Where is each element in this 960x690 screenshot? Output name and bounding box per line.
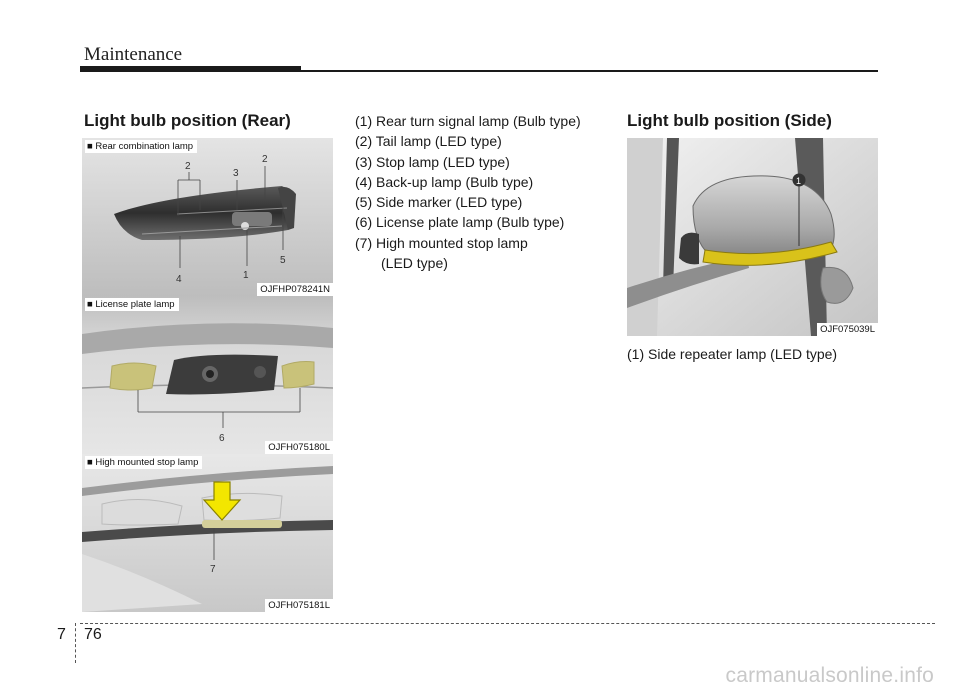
list-item-text: (7) High mounted stop lamp — [355, 234, 528, 251]
side-caption: (1) Side repeater lamp (LED type) — [627, 346, 838, 362]
rear-combination-lamp-illustration: 2 3 2 4 1 5 — [82, 138, 333, 296]
list-item: (6) License plate lamp (Bulb type) — [355, 214, 565, 231]
list-item: (7) High mounted stop lamp (LED type) — [355, 233, 625, 274]
figure-code: OJFHP078241N — [257, 283, 333, 296]
watermark: carmanualsonline.info — [725, 664, 934, 687]
list-item: (4) Back-up lamp (Bulb type) — [355, 173, 534, 190]
callout-1: 1 — [243, 270, 249, 281]
footer-divider — [75, 623, 76, 663]
figure-label: ■ License plate lamp — [85, 298, 179, 311]
license-plate-lamp-figure: 6 ■ License plate lamp OJFH075180L — [82, 296, 333, 454]
section-header: Maintenance — [84, 44, 183, 65]
rear-combination-lamp-figure: 2 3 2 4 1 5 ■ Rear combination lamp OJFH… — [82, 138, 333, 296]
side-mirror-illustration: 1 — [627, 138, 878, 336]
callout-6: 6 — [219, 433, 225, 444]
page-number: 76 — [84, 626, 102, 643]
figure-label: ■ High mounted stop lamp — [85, 456, 203, 469]
figure-code: OJF075039L — [817, 323, 878, 336]
figure-code: OJFH075180L — [265, 441, 333, 454]
callout-4: 4 — [176, 274, 182, 285]
list-item: (5) Side marker (LED type) — [355, 194, 523, 211]
rear-section-title: Light bulb position (Rear) — [84, 111, 291, 130]
chapter-number: 7 — [57, 626, 66, 643]
callout-1: 1 — [796, 176, 801, 186]
footer-rule — [80, 623, 935, 624]
list-item: (3) Stop lamp (LED type) — [355, 153, 510, 170]
callout-5: 5 — [280, 255, 286, 266]
header-rule-thin — [301, 70, 878, 72]
high-mounted-stop-lamp-illustration: 7 — [82, 454, 333, 612]
figure-code: OJFH075181L — [265, 599, 333, 612]
list-item: (1) Rear turn signal lamp (Bulb type) — [355, 113, 581, 129]
side-mirror-figure: 1 OJF075039L — [627, 138, 878, 336]
bulb-position-list: (1) Rear turn signal lamp (Bulb type) (2… — [355, 111, 625, 273]
figure-label: ■ Rear combination lamp — [85, 140, 198, 153]
callout-7: 7 — [210, 564, 216, 575]
license-plate-lamp-illustration: 6 — [82, 296, 333, 454]
high-mounted-stop-lamp-figure: 7 ■ High mounted stop lamp OJFH075181L — [82, 454, 333, 612]
header-rule-thick — [80, 66, 301, 72]
callout-2b: 2 — [262, 154, 268, 165]
list-item: (2) Tail lamp (LED type) — [355, 133, 502, 150]
callout-2a: 2 — [185, 161, 191, 172]
callout-3: 3 — [233, 168, 239, 179]
side-section-title: Light bulb position (Side) — [627, 111, 832, 130]
list-item-continuation: (LED type) — [381, 255, 448, 272]
